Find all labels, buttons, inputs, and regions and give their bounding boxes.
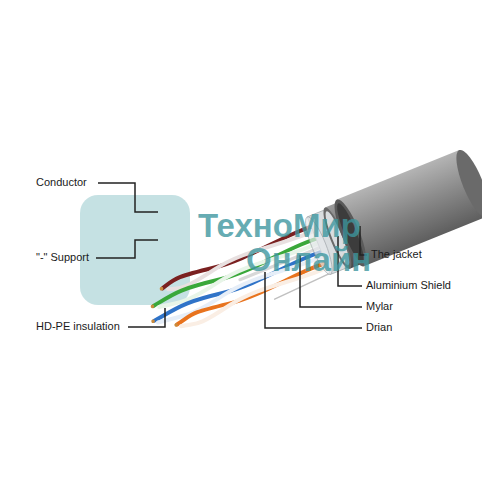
watermark: ТехноМир — [198, 206, 361, 246]
part-label: Mylar — [366, 300, 393, 313]
part-label: Drian — [366, 321, 392, 334]
watermark: Онлайн — [246, 240, 371, 280]
part-label: "-" Support — [36, 251, 89, 264]
part-label: The jacket — [371, 248, 422, 261]
part-label: Conductor — [36, 176, 87, 189]
part-label: HD-PE insulation — [36, 320, 120, 333]
part-label: Aluminium Shield — [366, 279, 451, 292]
